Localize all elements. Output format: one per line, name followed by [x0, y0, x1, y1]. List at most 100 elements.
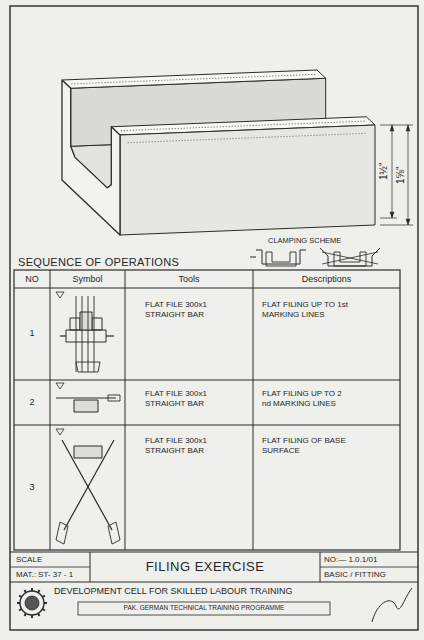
vise-screw	[250, 257, 256, 258]
file-stroke	[322, 252, 378, 264]
vise-handle	[60, 335, 66, 336]
clamping-scheme	[250, 248, 380, 266]
column-header: Symbol	[50, 274, 125, 285]
dimension: 1½"	[378, 162, 391, 179]
marking-line	[71, 74, 316, 84]
dimension-arrow	[406, 219, 410, 225]
table-border	[14, 270, 400, 550]
vise-jaw	[320, 248, 380, 266]
sheet-frame	[10, 6, 418, 630]
extension-line	[380, 218, 397, 219]
gear-tooth	[38, 613, 40, 616]
dimension-line	[408, 125, 409, 225]
organisation-name: DEVELOPMENT CELL FOR SKILLED LABOUR TRAI…	[54, 586, 292, 597]
file-handle	[56, 522, 68, 544]
signature	[372, 588, 412, 622]
marking-line	[121, 121, 366, 131]
gear-tooth	[44, 602, 47, 604]
gear-tooth	[25, 590, 27, 593]
step-number: 3	[14, 482, 50, 493]
clamped-channel	[334, 252, 366, 266]
filing-symbol	[56, 395, 120, 412]
drawing-title: FILING EXERCISE	[90, 559, 320, 575]
gear-tooth	[42, 596, 45, 598]
course-field: BASIC / FITTING	[324, 570, 386, 580]
title-rule	[320, 552, 321, 582]
vise-handle	[106, 335, 114, 336]
view-label: CLAMPING SCHEME	[268, 236, 341, 245]
tool-list: FLAT FILE 300x1 STRAIGHT BAR	[145, 436, 209, 456]
table-rule	[50, 270, 51, 550]
logo-gear	[20, 591, 44, 615]
dimension-line	[392, 125, 393, 218]
file-stroke	[88, 296, 89, 372]
table-rule	[253, 270, 254, 550]
column-header: Descriptions	[253, 274, 400, 285]
title-rule	[10, 581, 418, 582]
section-heading: SEQUENCE OF OPERATIONS	[18, 256, 179, 270]
scale-field: SCALE	[16, 555, 42, 565]
vise-jaw	[92, 318, 102, 330]
file-handle	[76, 362, 100, 372]
table-rule	[14, 380, 400, 381]
dimension-arrow	[390, 212, 394, 218]
workpiece	[74, 446, 102, 458]
dimension-arrow	[390, 125, 394, 131]
tool-list: FLAT FILE 300x1 STRAIGHT BAR	[145, 300, 209, 320]
surface-symbol	[56, 383, 64, 389]
drawing-number: NO:— 1.0.1/01	[324, 555, 377, 565]
material-field: MAT.: ST- 37 - 1	[16, 570, 73, 580]
gear-tooth	[42, 609, 45, 611]
gear-tooth	[19, 596, 22, 598]
table-rule	[125, 270, 126, 550]
border-frame	[10, 6, 418, 630]
tool-list: FLAT FILE 300x1 STRAIGHT BAR	[145, 389, 209, 409]
filing-symbol	[60, 296, 114, 372]
gear-tooth	[38, 590, 40, 593]
logo-hub	[25, 596, 39, 610]
marking-line	[128, 133, 368, 142]
file-stroke	[56, 397, 116, 398]
file-stroke	[322, 252, 378, 264]
logo	[17, 588, 47, 618]
title-rule	[10, 567, 90, 568]
title-rule	[320, 567, 418, 568]
gear-tooth	[17, 602, 20, 604]
workpiece	[74, 400, 98, 412]
file-stroke	[94, 296, 95, 372]
channel-end-face	[62, 80, 120, 235]
surface-symbol	[56, 292, 64, 298]
gear-tooth	[19, 609, 22, 611]
column-header: NO	[14, 274, 50, 285]
filing-symbol	[56, 440, 120, 544]
u-channel-illustration	[62, 70, 375, 235]
programme-name: PAK. GERMAN TECHNICAL TRAINING PROGRAMME	[80, 604, 328, 612]
step-number: 1	[14, 328, 50, 339]
operation-description: FLAT FILING OF BASE SURFACE	[262, 436, 352, 456]
channel-outer-face	[120, 125, 375, 235]
vise-body	[66, 330, 106, 342]
operation-description: FLAT FILING UP TO 2 nd MARKING LINES	[262, 389, 352, 409]
step-number: 2	[14, 397, 50, 408]
column-header: Tools	[125, 274, 253, 285]
table-rule	[14, 425, 400, 426]
title-rule	[90, 552, 91, 582]
file-stroke	[82, 296, 83, 372]
file-handle	[108, 522, 120, 544]
gear-tooth	[31, 615, 33, 618]
programme-band	[78, 602, 330, 615]
file-stroke	[76, 296, 77, 372]
gear-tooth	[31, 588, 33, 591]
file-handle	[108, 395, 120, 401]
channel-wall-top	[62, 70, 326, 88]
file-stroke	[62, 440, 112, 530]
file-stroke	[64, 440, 114, 530]
table-rule	[14, 288, 400, 289]
operations-table	[14, 270, 400, 550]
title-rule	[10, 551, 418, 552]
surface-symbol	[56, 429, 64, 435]
title-block	[10, 552, 418, 622]
operation-description: FLAT FILING UP TO 1st MARKING LINES	[262, 300, 352, 320]
